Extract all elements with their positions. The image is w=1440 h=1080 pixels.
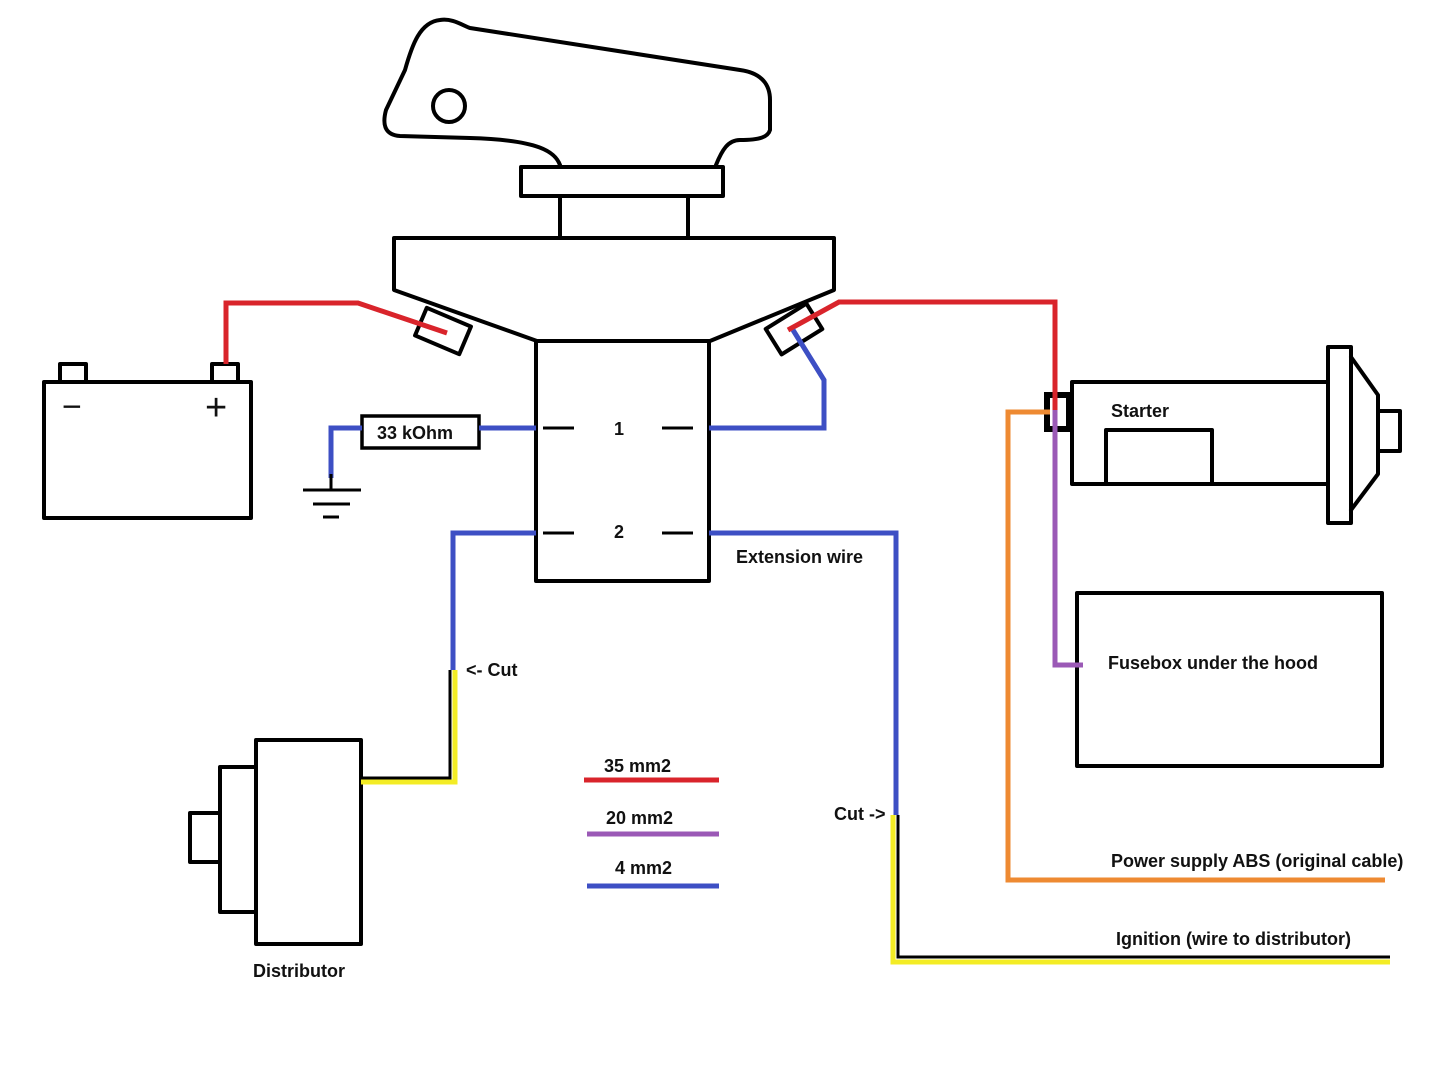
wire-switch-to-terminal-1 (709, 328, 827, 431)
starter-label: Starter (1111, 401, 1169, 421)
terminal-2-label: 2 (614, 522, 624, 542)
ground-icon (303, 488, 361, 519)
cut-right-label: Cut -> (834, 804, 886, 824)
wire-ignition-black (896, 815, 1390, 959)
distributor-cap (218, 765, 258, 914)
wire-starter-to-fusebox (1052, 410, 1083, 668)
legend: 35 mm2 20 mm2 4 mm2 (584, 756, 719, 889)
starter-shaft (1376, 409, 1402, 453)
resistor-body (360, 414, 481, 450)
battery-terminal-negative (58, 362, 88, 384)
wire-ground-to-resistor (328, 425, 362, 478)
distributor-label: Distributor (253, 961, 345, 981)
starter-nose (1349, 355, 1380, 512)
starter-solenoid (1104, 428, 1214, 486)
battery-body (42, 380, 253, 520)
power-supply-abs-label: Power supply ABS (original cable) (1111, 851, 1403, 871)
resistor: 33 kOhm (360, 414, 481, 450)
switch-neck (558, 194, 690, 240)
kill-switch-icon: 1 2 (382, 17, 836, 583)
cut-left-label: <- Cut (466, 660, 518, 680)
wire-switch-to-starter (786, 299, 1058, 410)
battery-minus-symbol: − (62, 388, 82, 426)
starter-terminal-slot (1050, 398, 1066, 426)
extension-wire-label: Extension wire (736, 547, 863, 567)
wire-power-supply-abs (1005, 409, 1385, 883)
starter-motor-icon: Starter (1044, 345, 1402, 525)
starter-body (1070, 380, 1330, 486)
legend-label-35: 35 mm2 (604, 756, 671, 776)
distributor-icon: Distributor (188, 738, 363, 981)
wires (223, 299, 1390, 965)
fusebox-box (1075, 591, 1384, 768)
legend-label-20: 20 mm2 (606, 808, 673, 828)
battery-plus-symbol: + (205, 387, 227, 429)
battery-terminal-positive (210, 362, 240, 384)
wire-extension (709, 530, 899, 815)
terminal-1-label: 1 (614, 419, 624, 439)
ignition-label: Ignition (wire to distributor) (1116, 929, 1351, 949)
fusebox-label: Fusebox under the hood (1108, 653, 1318, 673)
legend-label-4: 4 mm2 (615, 858, 672, 878)
switch-lever (382, 17, 772, 167)
wire-distributor-yellow (361, 670, 458, 785)
wire-ignition-yellow (890, 815, 1390, 965)
wire-battery-to-switch (223, 300, 448, 364)
distributor-shaft (188, 811, 222, 864)
switch-collar (519, 165, 725, 198)
wire-terminal-2-to-distributor (450, 530, 536, 670)
starter-flange (1326, 345, 1353, 525)
switch-body (534, 339, 711, 583)
wire-distributor-black (361, 670, 452, 780)
resistor-label: 33 kOhm (377, 423, 453, 443)
distributor-body (254, 738, 363, 946)
lever-hole (431, 88, 467, 124)
fusebox: Fusebox under the hood (1075, 591, 1384, 768)
battery-icon: − + (42, 362, 253, 520)
